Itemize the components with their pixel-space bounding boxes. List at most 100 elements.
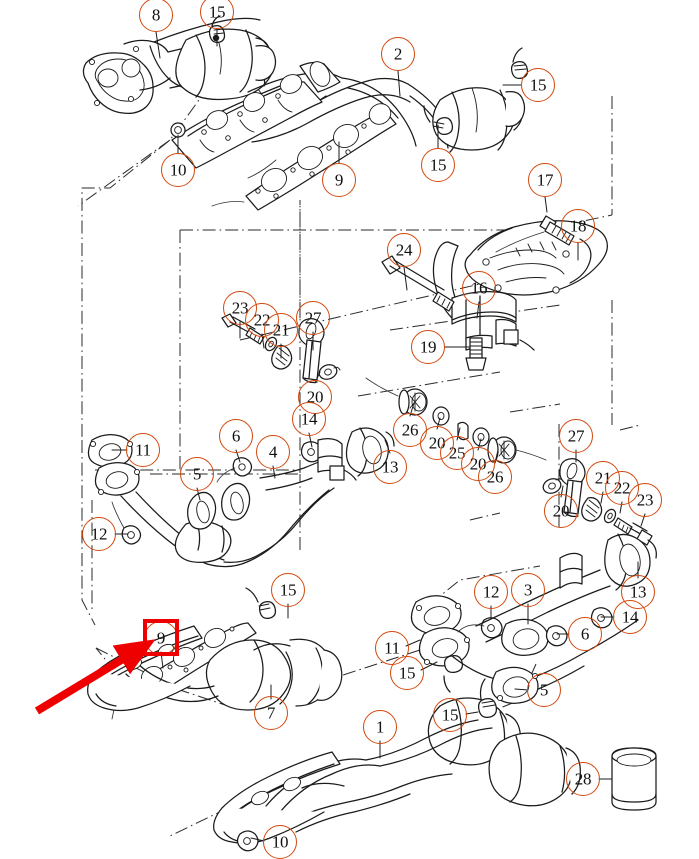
callout-label: 26 (486, 467, 504, 486)
callout-label: 19 (419, 337, 437, 356)
callout-27-c30[interactable]: 27 (559, 419, 593, 453)
callout-label: 2 (393, 44, 403, 63)
callout-label: 20 (552, 501, 570, 520)
callout-label: 27 (567, 426, 585, 445)
callout-label: 15 (398, 663, 416, 682)
callout-6-c43[interactable]: 6 (568, 617, 602, 651)
part-9-highlight-box (143, 619, 179, 656)
callout-16-c11[interactable]: 16 (462, 271, 496, 305)
callout-14-c42[interactable]: 14 (613, 600, 647, 634)
part-2-front-pipe-catalyst (247, 47, 529, 153)
callout-4-c28[interactable]: 4 (256, 435, 290, 469)
callout-label: 9 (334, 170, 344, 189)
part-19-bolt (465, 337, 487, 371)
callout-26-c24[interactable]: 26 (478, 460, 512, 494)
part-4-centre-pipe-left (87, 427, 395, 568)
callout-label: 1 (375, 717, 385, 736)
callout-18-c9[interactable]: 18 (561, 209, 595, 243)
callout-label: 7 (266, 703, 276, 722)
part-10-manifold-and-nut (170, 61, 397, 211)
callout-15-c38[interactable]: 15 (390, 656, 424, 690)
callout-label: 24 (395, 240, 413, 259)
callout-label: 14 (300, 409, 318, 428)
callout-label: 10 (169, 160, 187, 179)
callout-20-c34[interactable]: 20 (544, 494, 578, 528)
callout-15-c4[interactable]: 15 (521, 68, 555, 102)
callout-label: 28 (574, 769, 592, 788)
callout-label: 20 (306, 387, 324, 406)
callout-14-c18[interactable]: 14 (292, 402, 326, 436)
callout-13-c19[interactable]: 13 (373, 450, 407, 484)
leader-line-24 (403, 266, 408, 291)
part-9-pointer-arrow (34, 639, 156, 715)
leader-line-8 (155, 31, 161, 59)
callout-label: 12 (90, 524, 108, 543)
leader-line-15 (465, 711, 479, 715)
callout-15-c2[interactable]: 15 (200, 0, 234, 29)
callout-15-c7[interactable]: 15 (421, 148, 455, 182)
callout-6-c27[interactable]: 6 (219, 419, 253, 453)
callout-12-c39[interactable]: 12 (474, 575, 508, 609)
callout-label: 23 (636, 490, 654, 509)
callout-label: 8 (151, 5, 161, 24)
callout-label: 18 (569, 216, 587, 235)
callout-label: 15 (441, 705, 459, 724)
callout-5-c29[interactable]: 5 (180, 457, 214, 491)
leader-line-2 (397, 70, 401, 97)
callout-label: 15 (429, 155, 447, 174)
part-8-manifold-catalyst (82, 15, 277, 114)
callout-2-c3[interactable]: 2 (381, 37, 415, 71)
callout-label: 11 (384, 638, 400, 657)
callout-7-c36[interactable]: 7 (254, 696, 288, 730)
callout-10-c5[interactable]: 10 (161, 153, 195, 187)
callout-label: 17 (536, 170, 554, 189)
callout-label: 27 (304, 308, 322, 327)
callout-label: 13 (381, 457, 399, 476)
callout-27-c16[interactable]: 27 (296, 301, 330, 335)
callout-label: 15 (279, 580, 297, 599)
callout-label: 3 (523, 580, 533, 599)
callout-5-c44[interactable]: 5 (527, 673, 561, 707)
callout-8-c1[interactable]: 8 (139, 0, 173, 32)
callout-label: 23 (231, 298, 249, 317)
callout-label: 21 (272, 320, 290, 339)
callout-3-c40[interactable]: 3 (511, 573, 545, 607)
callout-label: 15 (529, 75, 547, 94)
part-28-sleeve (611, 747, 657, 811)
callout-19-c12[interactable]: 19 (411, 330, 445, 364)
leader-line-17 (544, 196, 548, 213)
callout-label: 9 (156, 628, 166, 647)
callout-label: 5 (192, 464, 202, 483)
callout-17-c8[interactable]: 17 (528, 163, 562, 197)
leader-line-5 (514, 688, 529, 691)
callout-21-c15[interactable]: 21 (264, 313, 298, 347)
callout-label: 4 (268, 442, 278, 461)
callout-1-c46[interactable]: 1 (363, 710, 397, 744)
callout-24-c10[interactable]: 24 (387, 233, 421, 267)
callout-23-c33[interactable]: 23 (628, 483, 662, 517)
callout-28-c48[interactable]: 28 (566, 762, 600, 796)
callout-label: 13 (629, 582, 647, 601)
callout-label: 5 (539, 680, 549, 699)
callout-label: 6 (231, 426, 241, 445)
callout-15-c45[interactable]: 15 (433, 698, 467, 732)
callout-12-c26[interactable]: 12 (82, 517, 116, 551)
callout-11-c25[interactable]: 11 (126, 433, 160, 467)
callout-label: 26 (401, 420, 419, 439)
leader-line-10 (250, 837, 265, 842)
callout-label: 10 (271, 832, 289, 851)
callout-label: 11 (135, 440, 151, 459)
callout-label: 16 (470, 278, 488, 297)
callout-label: 6 (580, 624, 590, 643)
callout-label: 12 (482, 582, 500, 601)
callout-label: 14 (621, 607, 639, 626)
callout-label: 22 (613, 478, 631, 497)
callout-label: 15 (208, 2, 226, 21)
callout-9-c6[interactable]: 9 (322, 163, 356, 197)
callout-15-c35[interactable]: 15 (271, 573, 305, 607)
